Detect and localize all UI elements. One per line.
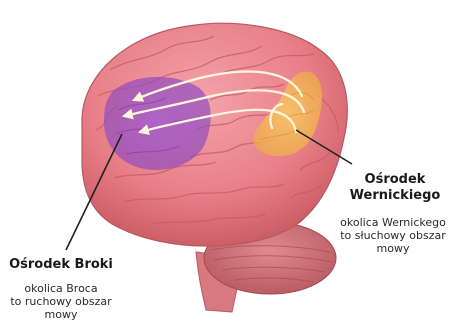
broca-description: okolica Broca to ruchowy obszar mowy — [6, 282, 116, 321]
wernicke-title: Ośrodek Wernickiego — [340, 172, 450, 204]
wernicke-desc-line: mowy — [332, 242, 454, 255]
wernicke-description: okolica Wernickego to słuchowy obszar mo… — [332, 216, 454, 255]
broca-desc-line: okolica Broca — [6, 282, 116, 295]
wernicke-title-line: Ośrodek — [340, 172, 450, 188]
wernicke-desc-line: okolica Wernickego — [332, 216, 454, 229]
wernicke-desc-line: to słuchowy obszar — [332, 229, 454, 242]
broca-title: Ośrodek Broki — [2, 257, 120, 273]
broca-desc-line: mowy — [6, 308, 116, 321]
wernicke-title-line: Wernickiego — [340, 188, 450, 204]
broca-desc-line: to ruchowy obszar — [6, 295, 116, 308]
